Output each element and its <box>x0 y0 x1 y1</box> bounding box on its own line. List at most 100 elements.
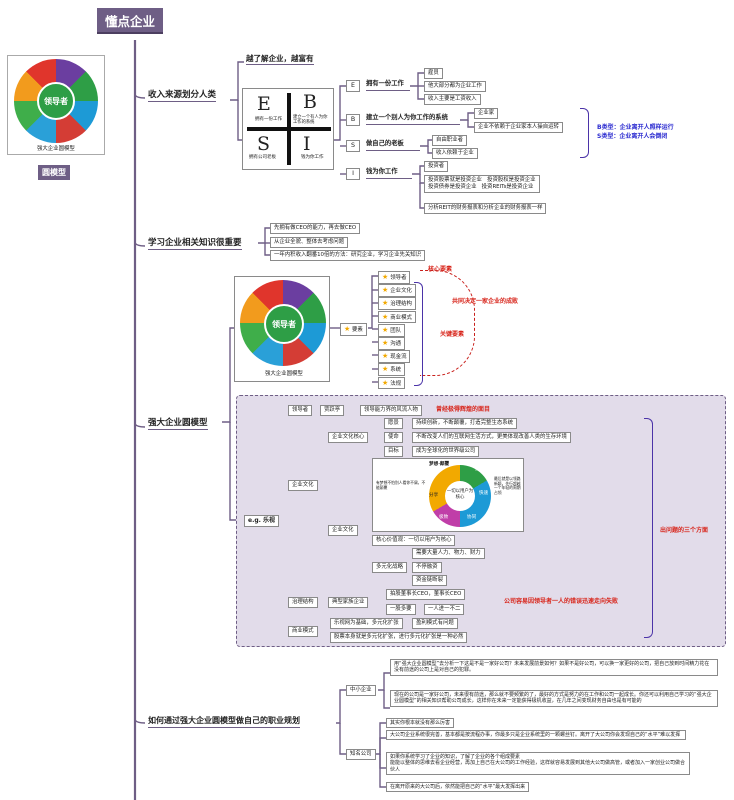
section-knowledge-title[interactable]: 学习企业相关知识很重要 <box>148 238 242 250</box>
class-s-text[interactable]: 做自己的老板 <box>366 140 420 151</box>
diagram-input: 投入 <box>475 467 485 472</box>
big-item: 其实你根本就没有那么厉害 <box>386 718 455 729</box>
knowledge-item: 从企业全貌、整体去考虑问题 <box>270 237 349 248</box>
culture-value: 不断改变人们的互联网生活方式，更美体现改善人类的生存环境 <box>412 432 571 443</box>
i-item: 投资股票就是投资企业 投资股权是投资企业 投资债券是投资企业 投资REITs是投… <box>424 175 540 193</box>
quad-i: I <box>303 133 311 155</box>
quad-s: S <box>257 133 271 155</box>
class-b-text[interactable]: 建立一个别人为你工作的系统 <box>366 114 460 125</box>
class-i-text[interactable]: 钱为你工作 <box>366 168 412 179</box>
big-item: 大公司企业系统很完善，基本都是按流程办事，你最多只是企业系统里的一颗螺丝钉。离开… <box>386 730 686 741</box>
income-headline[interactable]: 越了解企业，越富有 <box>246 54 314 65</box>
business-node[interactable]: 商业模式 <box>288 626 318 637</box>
model-core-label: 领导者 <box>44 96 68 106</box>
model-core: 领导者 <box>37 82 75 120</box>
element-item[interactable]: ★企业文化 <box>378 284 416 297</box>
element-item[interactable]: ★现金流 <box>378 350 411 363</box>
e-item: 雇员 <box>424 68 443 79</box>
three-aspects: 出问题的三个方面 <box>660 527 709 534</box>
elements-node[interactable]: ★ 要素 <box>340 323 367 336</box>
big-item: 如果你系统学习了企业的知识，了解了企业的各个组成要素 能能以整体的思维去看企业经… <box>386 752 690 775</box>
cashflow-quadrant: E B S I 拥有一份工作 建立一个有人为你工作的系统 拥有公司老板 钱为你工… <box>242 88 334 170</box>
big-item: 在离开原来的大公司后，依然能把自己的“水平”最大发挥出来 <box>386 782 530 793</box>
big-company-node[interactable]: 知名公司 <box>346 749 376 760</box>
model-image-center: 领导者 强大企业圆模型 <box>234 276 330 382</box>
lead-note: 曾经极得辉煌的面目 <box>436 406 491 413</box>
culture-key: 愿景 <box>384 418 403 429</box>
s-item: 收入依赖于企业 <box>432 148 478 159</box>
gov-one: 一人进一不二 <box>424 604 465 615</box>
culture-value: 成为全球化的世界级公司 <box>412 446 480 457</box>
b-item: 企业家 <box>474 108 499 119</box>
class-s-label[interactable]: S <box>346 140 360 152</box>
star-icon: ★ <box>382 378 389 387</box>
root-topic[interactable]: 懂点企业 <box>97 8 163 34</box>
element-item[interactable]: ★法规 <box>378 376 406 390</box>
model-core-center: 领导者 <box>264 304 304 344</box>
diversify-item: 资金链断裂 <box>412 575 447 586</box>
decide-arc <box>420 270 475 376</box>
lead-desc: 领导能力界的风流人物 <box>360 405 422 416</box>
note-s: S类型：企业离开人会倒闭 <box>597 133 668 140</box>
aspects-brace <box>644 418 653 638</box>
element-item[interactable]: ★商业模式 <box>378 310 416 324</box>
culture2-node[interactable]: 企业文化 <box>328 525 358 536</box>
star-icon: ★ <box>382 339 389 347</box>
star-icon: ★ <box>382 365 389 374</box>
decide-label: 共同决定一家企业的成败 <box>452 298 519 305</box>
element-item[interactable]: ★沟通 <box>378 337 406 350</box>
star-icon: ★ <box>382 352 389 361</box>
governance-node[interactable]: 治理结构 <box>288 597 318 608</box>
element-item[interactable]: ★治理结构 <box>378 297 416 311</box>
diagram-extreme: 极致 <box>439 515 449 520</box>
class-b-label[interactable]: B <box>346 114 360 126</box>
element-label: 现金流 <box>390 354 407 361</box>
diagram-right-text: 最后就是以领路新颖，先行超越一个年轻的周期占领 <box>494 476 521 496</box>
culture-diagram: 一切以用户为核心 梦想·颠覆 投入 分享 快速 协同 极致 有梦想不怕别人看你不… <box>372 458 524 532</box>
small-item: 用“强大企业圆模型”去分析一下这是不是一家好公司？未来发展前景如何？如果不是好公… <box>390 659 718 676</box>
i-item: 投资者 <box>424 161 449 172</box>
star-icon: ★ <box>382 312 389 321</box>
diversify-item: 不停融资 <box>412 562 442 573</box>
knowledge-item: 一年内积收入翻番10倍的方法：研究企业，学习企业先关知识 <box>270 250 426 261</box>
element-label: 沟通 <box>390 341 402 347</box>
culture-key: 目标 <box>384 446 403 457</box>
gov-item: 拍股董事长CEO，董事长CEO <box>386 589 466 600</box>
class-e-text[interactable]: 拥有一份工作 <box>366 80 410 91</box>
core-value: 核心价值观：一切以用户为核心 <box>372 535 456 546</box>
culture-node[interactable]: 企业文化 <box>288 480 318 491</box>
model-caption-center: 强大企业圆模型 <box>265 371 303 377</box>
element-label: 法规 <box>390 380 402 387</box>
star-icon: ★ <box>382 299 389 308</box>
class-e-label[interactable]: E <box>346 80 360 92</box>
star-icon: ★ <box>344 325 351 333</box>
star-icon: ★ <box>382 325 389 334</box>
small-company-node[interactable]: 中小企业 <box>346 685 376 696</box>
section-career-title[interactable]: 如何通过强大企业圆模型做自己的职业规划 <box>148 715 300 728</box>
diagram-center: 一切以用户为核心 <box>446 489 474 500</box>
class-i-label[interactable]: I <box>346 168 360 180</box>
diagram-sync: 协同 <box>467 515 477 520</box>
element-label: 团队 <box>390 327 402 334</box>
diagram-fast: 快速 <box>479 491 489 496</box>
lead-node[interactable]: 领导者 <box>288 405 313 416</box>
bs-brace <box>580 108 589 158</box>
diagram-share: 分享 <box>429 493 439 498</box>
e-item: 他大部分都为企业工作 <box>424 81 486 92</box>
gov-item: 一股多要 <box>386 604 416 615</box>
diversify-node[interactable]: 多元化战略 <box>372 562 407 573</box>
culture-key: 使命 <box>384 432 403 443</box>
section-income-title[interactable]: 收入来源划分人类 <box>148 90 217 102</box>
element-item[interactable]: ★团队 <box>378 323 406 337</box>
element-item[interactable]: ★领导者 <box>378 271 411 284</box>
note-b: B类型：企业离开人照样运行 <box>597 124 674 131</box>
element-item[interactable]: ★系统 <box>378 363 406 377</box>
root-label: 懂点企业 <box>104 13 155 29</box>
model-core-center-label: 领导者 <box>272 319 296 329</box>
elements-brace <box>414 282 423 386</box>
element-label: 领导者 <box>390 275 407 281</box>
example-label[interactable]: e.g. 乐视 <box>244 515 280 527</box>
section-model-title[interactable]: 强大企业圆模型 <box>148 418 208 430</box>
core-culture[interactable]: 企业文化核心 <box>328 432 369 443</box>
model-tag[interactable]: 圆模型 <box>38 165 70 180</box>
